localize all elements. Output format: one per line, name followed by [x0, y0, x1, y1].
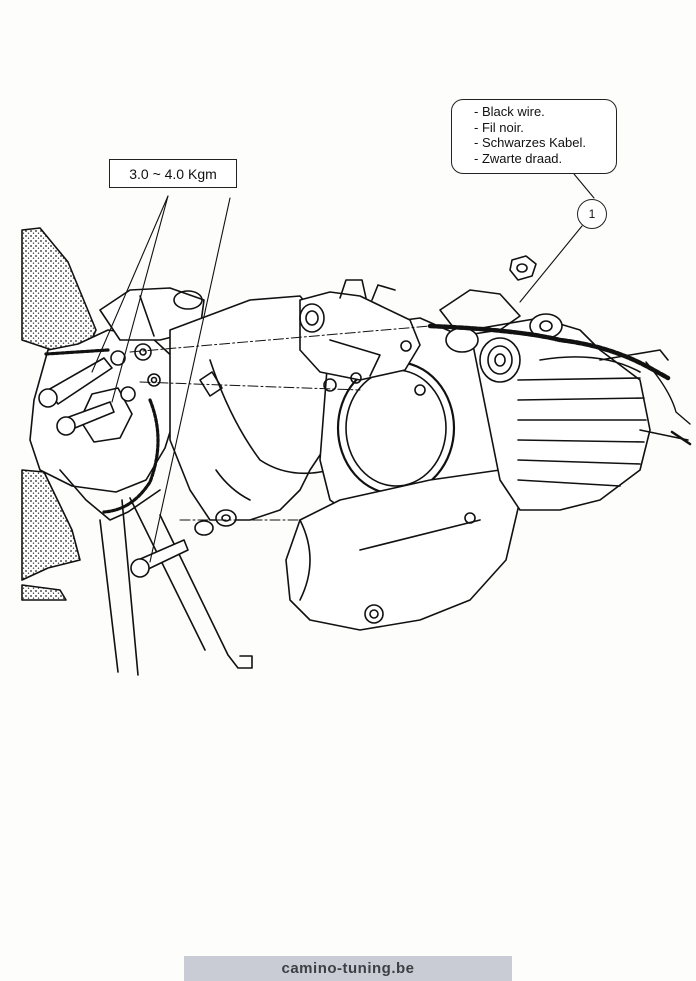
drain-plug — [364, 604, 384, 624]
torque-leader-lines — [91, 195, 231, 563]
wire-note-line-en: - Black wire. — [474, 104, 545, 119]
drive-chain — [44, 348, 160, 514]
callout-number-1: 1 — [577, 199, 607, 229]
footer-watermark: camino-tuning.be — [184, 956, 512, 981]
torque-spec-label: 3.0 ~ 4.0 Kgm — [109, 159, 237, 188]
callout-leader-line — [519, 225, 583, 303]
center-stand — [99, 497, 253, 676]
carburetor — [299, 279, 421, 392]
cooling-fan-pulley — [439, 289, 563, 383]
mounting-bolt-upper — [38, 343, 152, 408]
note-leader-line — [573, 173, 595, 199]
wire-note-box: - Black wire. - Fil noir. - Schwarzes Ka… — [451, 99, 617, 174]
flywheel-cover — [336, 360, 456, 496]
wire-note-line-fr: - Fil noir. — [474, 119, 524, 135]
mounting-bolt-lower — [130, 509, 237, 578]
alignment-lines — [129, 325, 431, 521]
transmission-housing — [285, 469, 521, 631]
mounting-bolt-middle — [56, 373, 161, 436]
wire-note-line-nl: - Zwarte draad. — [474, 150, 563, 166]
wire-note-line-de: - Schwarzes Kabel. — [474, 135, 586, 150]
loose-nut — [509, 255, 537, 281]
rear-tire — [21, 227, 97, 601]
black-wire — [427, 323, 671, 381]
